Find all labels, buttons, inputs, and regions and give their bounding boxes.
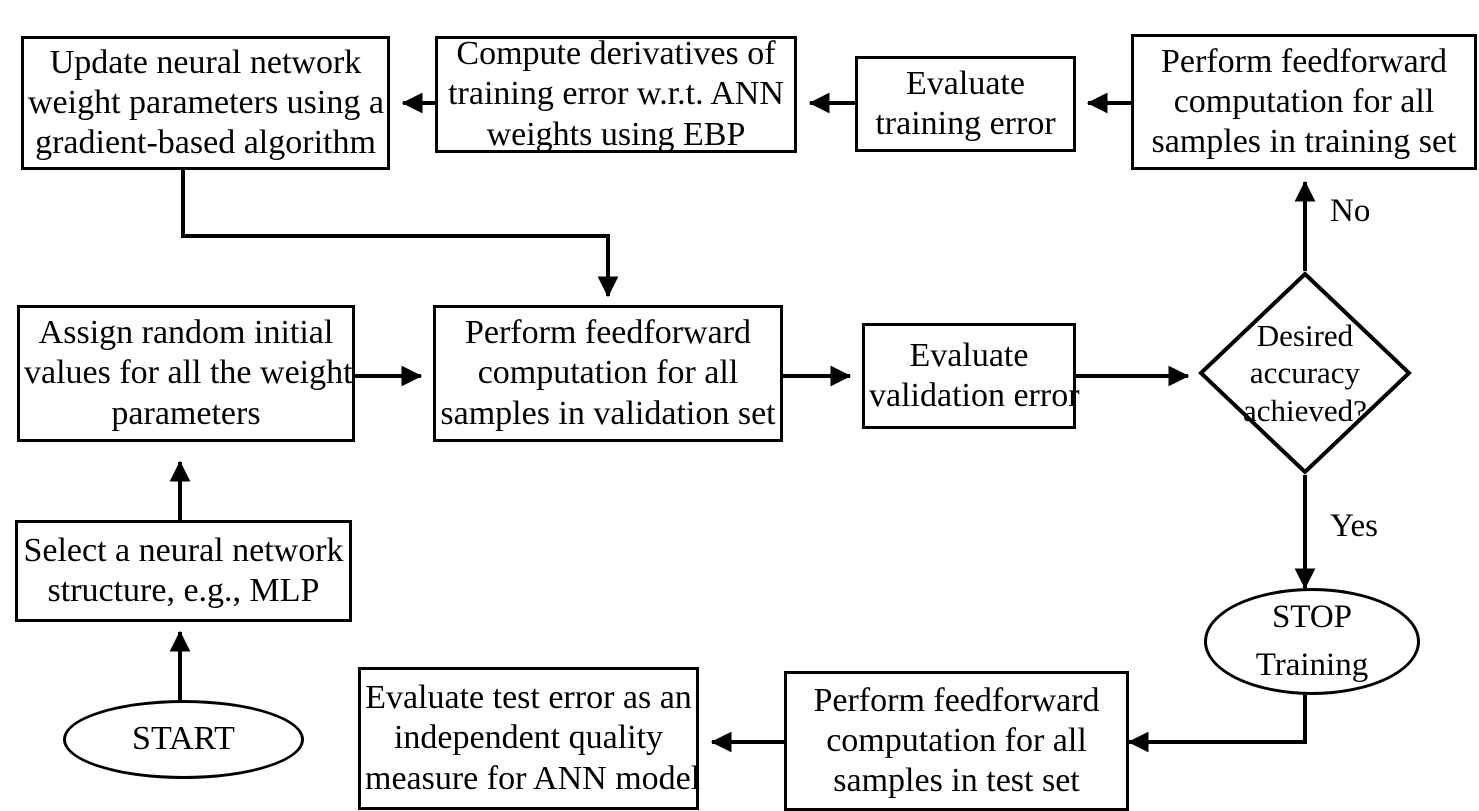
- node-evaluate-training-error[interactable]: Evaluate training error: [855, 56, 1076, 152]
- node-start-label: START: [132, 720, 235, 758]
- node-update-weights-label: Update neural network weight parameters …: [28, 43, 384, 162]
- node-select-structure-label: Select a neural network structure, e.g.,…: [23, 531, 344, 609]
- node-evaluate-validation-error-label: Evaluate validation error: [869, 336, 1080, 414]
- node-evaluate-training-error-label: Evaluate training error: [875, 64, 1056, 142]
- node-update-weights[interactable]: Update neural network weight parameters …: [21, 36, 390, 170]
- node-feedforward-training-label: Perform feedforward computation for all …: [1151, 42, 1457, 161]
- node-stop-training-label: STOP Training: [1255, 598, 1369, 683]
- node-desired-accuracy[interactable]: Desired accuracy achieved?: [1198, 271, 1412, 475]
- node-feedforward-validation-label: Perform feedforward computation for all …: [440, 314, 776, 432]
- node-select-structure[interactable]: Select a neural network structure, e.g.,…: [15, 520, 352, 622]
- node-start[interactable]: START: [63, 700, 304, 779]
- node-compute-derivatives[interactable]: Compute derivatives of training error w.…: [435, 35, 797, 153]
- edge-stop-training-to-feedforward-test: [1127, 695, 1307, 753]
- node-compute-derivatives-label: Compute derivatives of training error w.…: [448, 35, 784, 153]
- node-feedforward-test-label: Perform feedforward computation for all …: [813, 681, 1100, 800]
- edge-label-yes: Yes: [1330, 508, 1379, 544]
- node-feedforward-test[interactable]: Perform feedforward computation for all …: [784, 671, 1129, 811]
- node-evaluate-test-error-label: Evaluate test error as an independent qu…: [365, 679, 701, 797]
- node-assign-random-values-label: Assign random initial values for all the…: [24, 314, 353, 432]
- node-evaluate-validation-error[interactable]: Evaluate validation error: [862, 323, 1080, 429]
- node-assign-random-values[interactable]: Assign random initial values for all the…: [17, 305, 355, 442]
- node-stop-training[interactable]: STOP Training: [1204, 588, 1420, 695]
- node-feedforward-training[interactable]: Perform feedforward computation for all …: [1131, 34, 1477, 170]
- node-feedforward-validation[interactable]: Perform feedforward computation for all …: [433, 305, 783, 442]
- node-evaluate-test-error[interactable]: Evaluate test error as an independent qu…: [358, 667, 701, 810]
- diamond-shape: [1198, 271, 1412, 475]
- edge-label-no: No: [1330, 193, 1371, 229]
- edge-update-weights-to-feedforward-validation: [181, 170, 619, 298]
- node-desired-accuracy-label: Desired accuracy achieved?: [1243, 318, 1367, 428]
